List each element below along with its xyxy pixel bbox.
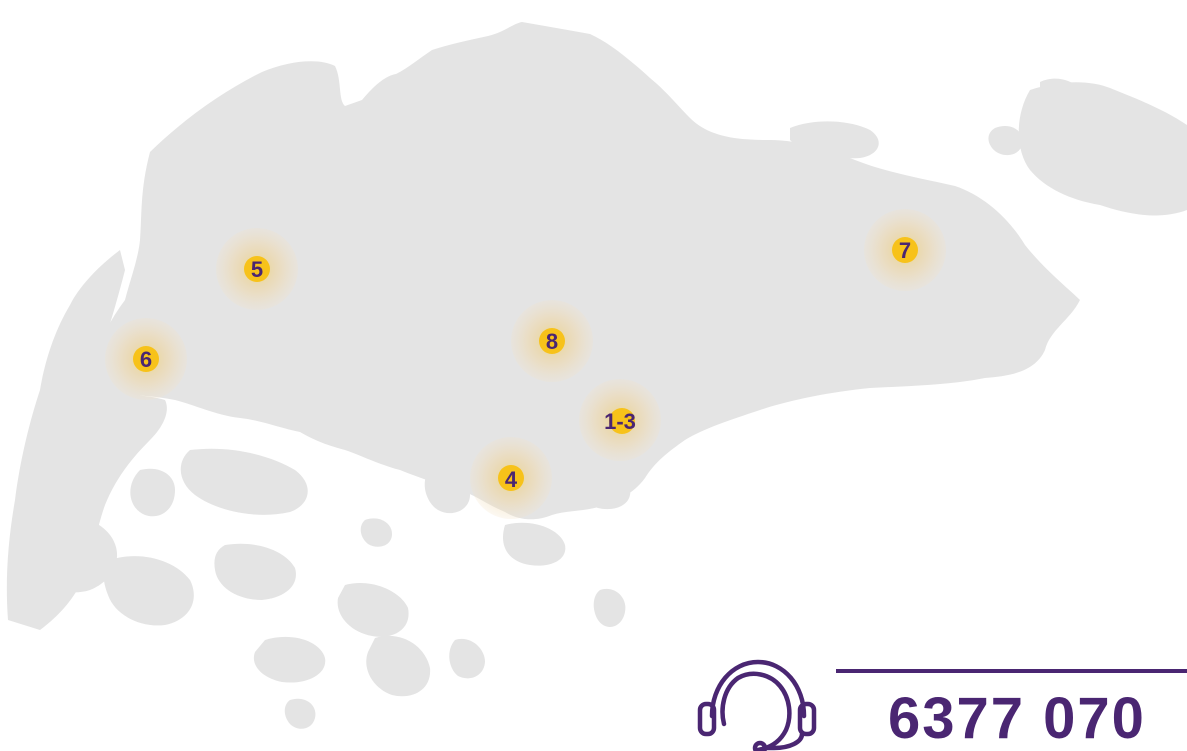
- marker-1-3-dot: [609, 408, 635, 434]
- phone-number[interactable]: 6377 070: [888, 686, 1146, 751]
- marker-4[interactable]: 4: [470, 437, 552, 519]
- southern-island-12: [284, 698, 316, 729]
- marker-4-dot: [498, 465, 524, 491]
- southern-island-13: [593, 588, 626, 627]
- southern-island-6: [253, 636, 326, 683]
- marker-8-dot: [539, 328, 565, 354]
- marker-7[interactable]: 7: [864, 209, 946, 291]
- southern-island-15: [577, 466, 631, 510]
- small-island-ne1: [790, 121, 879, 159]
- marker-5-label: 5: [251, 257, 263, 282]
- southern-island-11: [360, 518, 392, 547]
- phone-divider: [836, 669, 1187, 673]
- marker-6-dot: [133, 346, 159, 372]
- southern-island-4: [103, 556, 194, 626]
- marker-1-3-label: 1-3: [604, 409, 636, 434]
- main-island: [93, 22, 1081, 520]
- small-island-ne2: [988, 125, 1023, 156]
- southern-island-14: [424, 468, 470, 514]
- southern-island-1: [180, 448, 308, 515]
- marker-7-dot: [892, 237, 918, 263]
- southern-island-3: [24, 515, 118, 593]
- northeast-island: [1018, 82, 1187, 216]
- marker-6[interactable]: 6: [105, 318, 187, 400]
- marker-8-label: 8: [546, 329, 558, 354]
- headset-icon: [697, 659, 817, 751]
- southern-island-9: [449, 638, 485, 679]
- marker-6-label: 6: [140, 347, 152, 372]
- southern-island-10: [502, 522, 566, 566]
- marker-7-label: 7: [899, 238, 911, 263]
- southern-island-7: [337, 582, 409, 637]
- southern-island-2: [130, 468, 175, 517]
- southern-island-8: [366, 635, 431, 697]
- marker-4-label: 4: [505, 467, 518, 492]
- marker-5[interactable]: 5: [216, 228, 298, 310]
- southern-island-5: [214, 543, 296, 600]
- marker-8[interactable]: 8: [511, 300, 593, 382]
- marker-5-dot: [244, 256, 270, 282]
- small-island-ne3: [1040, 78, 1078, 95]
- marker-1-3[interactable]: 1-3: [579, 379, 661, 461]
